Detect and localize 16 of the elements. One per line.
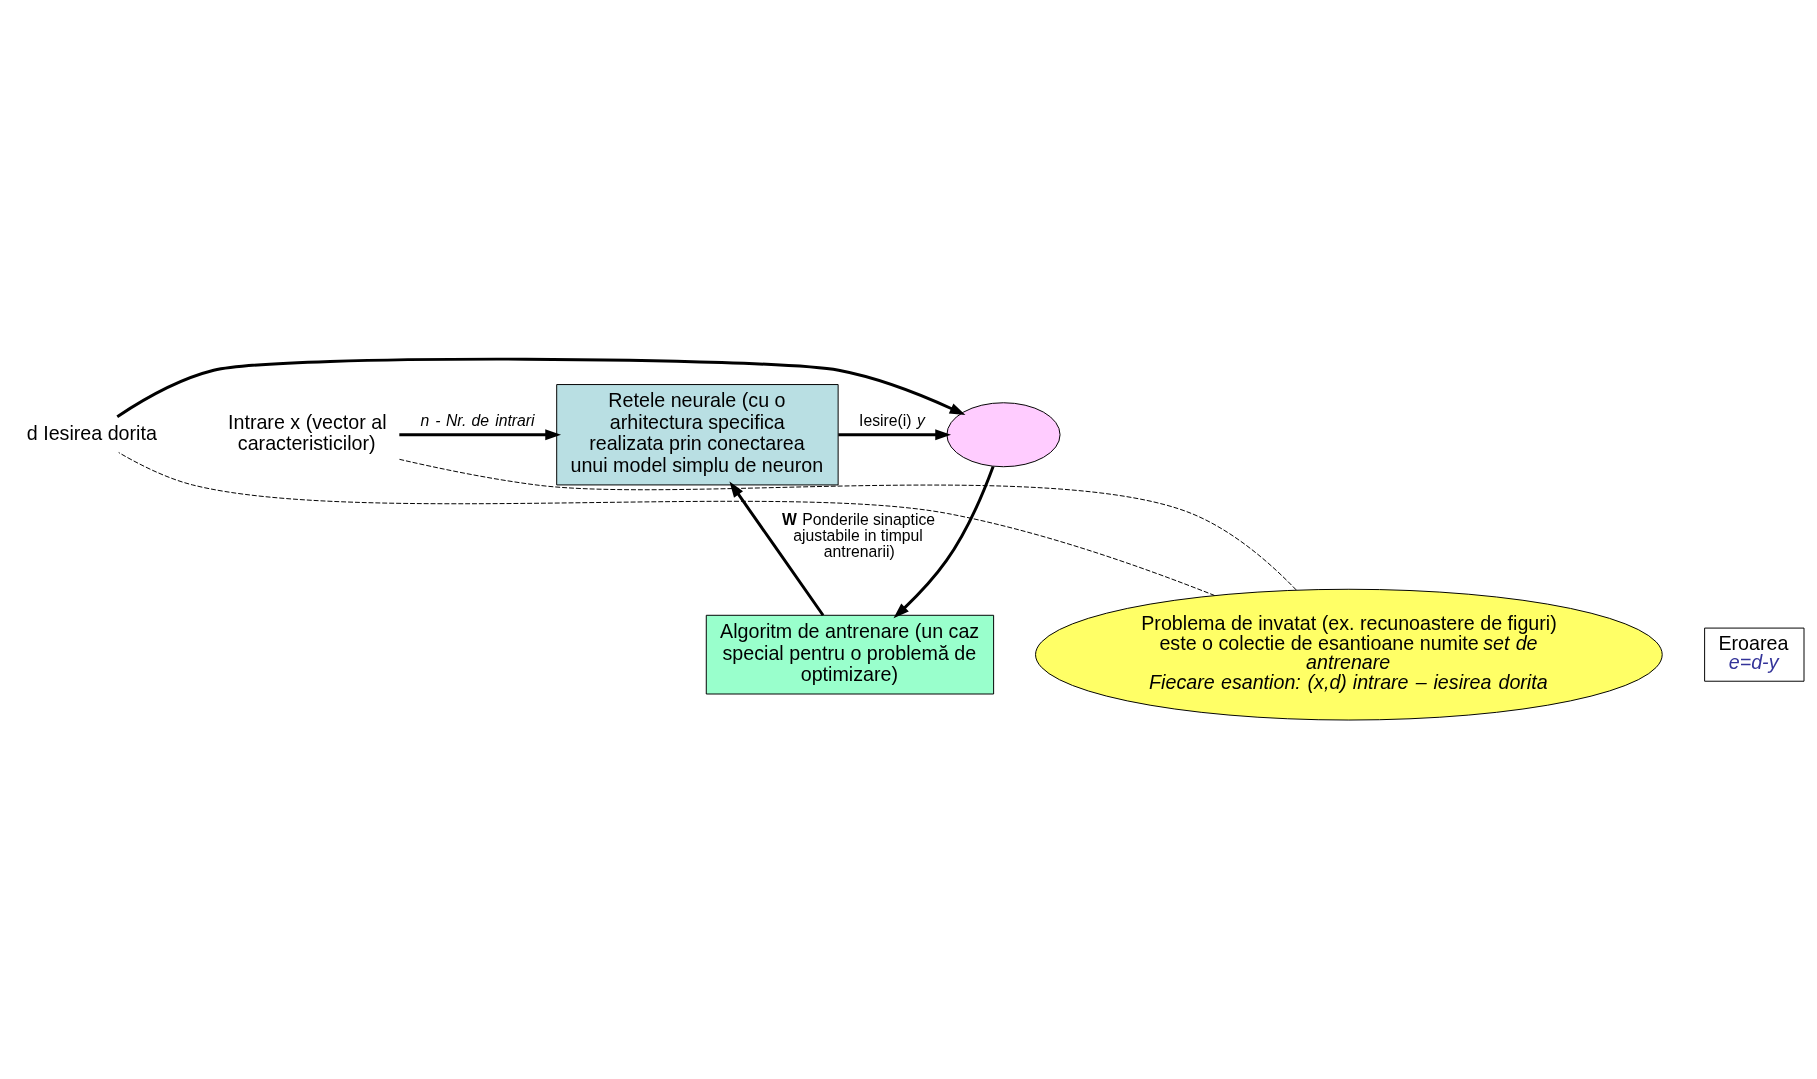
- node-box: Algoritm de antrenare (un caz special pentru o problemă de optimizare): [705, 614, 995, 695]
- connector: [118, 452, 1216, 596]
- arrow: [729, 481, 825, 617]
- node-ellipse: Problema de invatat (ex. recunoastere de figuri) este o colectie de esantioane numite set de antrenare Fiecare esantion: (x,d) intrare – iesirea dorita: [1035, 588, 1663, 721]
- arrow: [838, 429, 952, 441]
- connector: [398, 458, 1297, 591]
- edge-label: n - Nr. de intrari: [420, 411, 535, 429]
- node-text: Intrare x (vector al caracteristicilor): [228, 410, 387, 455]
- edge-label: W Ponderile sinaptice ajustabile in timpul antrenarii): [782, 511, 936, 560]
- node-box: Retele neurale (cu o arhitectura specifica realizata prin conectarea unui model simplu de neuron: [556, 384, 839, 486]
- arrow: [399, 429, 562, 441]
- arrow: [116, 357, 966, 418]
- node-box: Eroarea e=d-y: [1704, 627, 1805, 682]
- node-text: d Iesirea dorita: [26, 421, 157, 444]
- arrow: [893, 465, 995, 619]
- edge-label: Iesire(i) y: [859, 411, 925, 429]
